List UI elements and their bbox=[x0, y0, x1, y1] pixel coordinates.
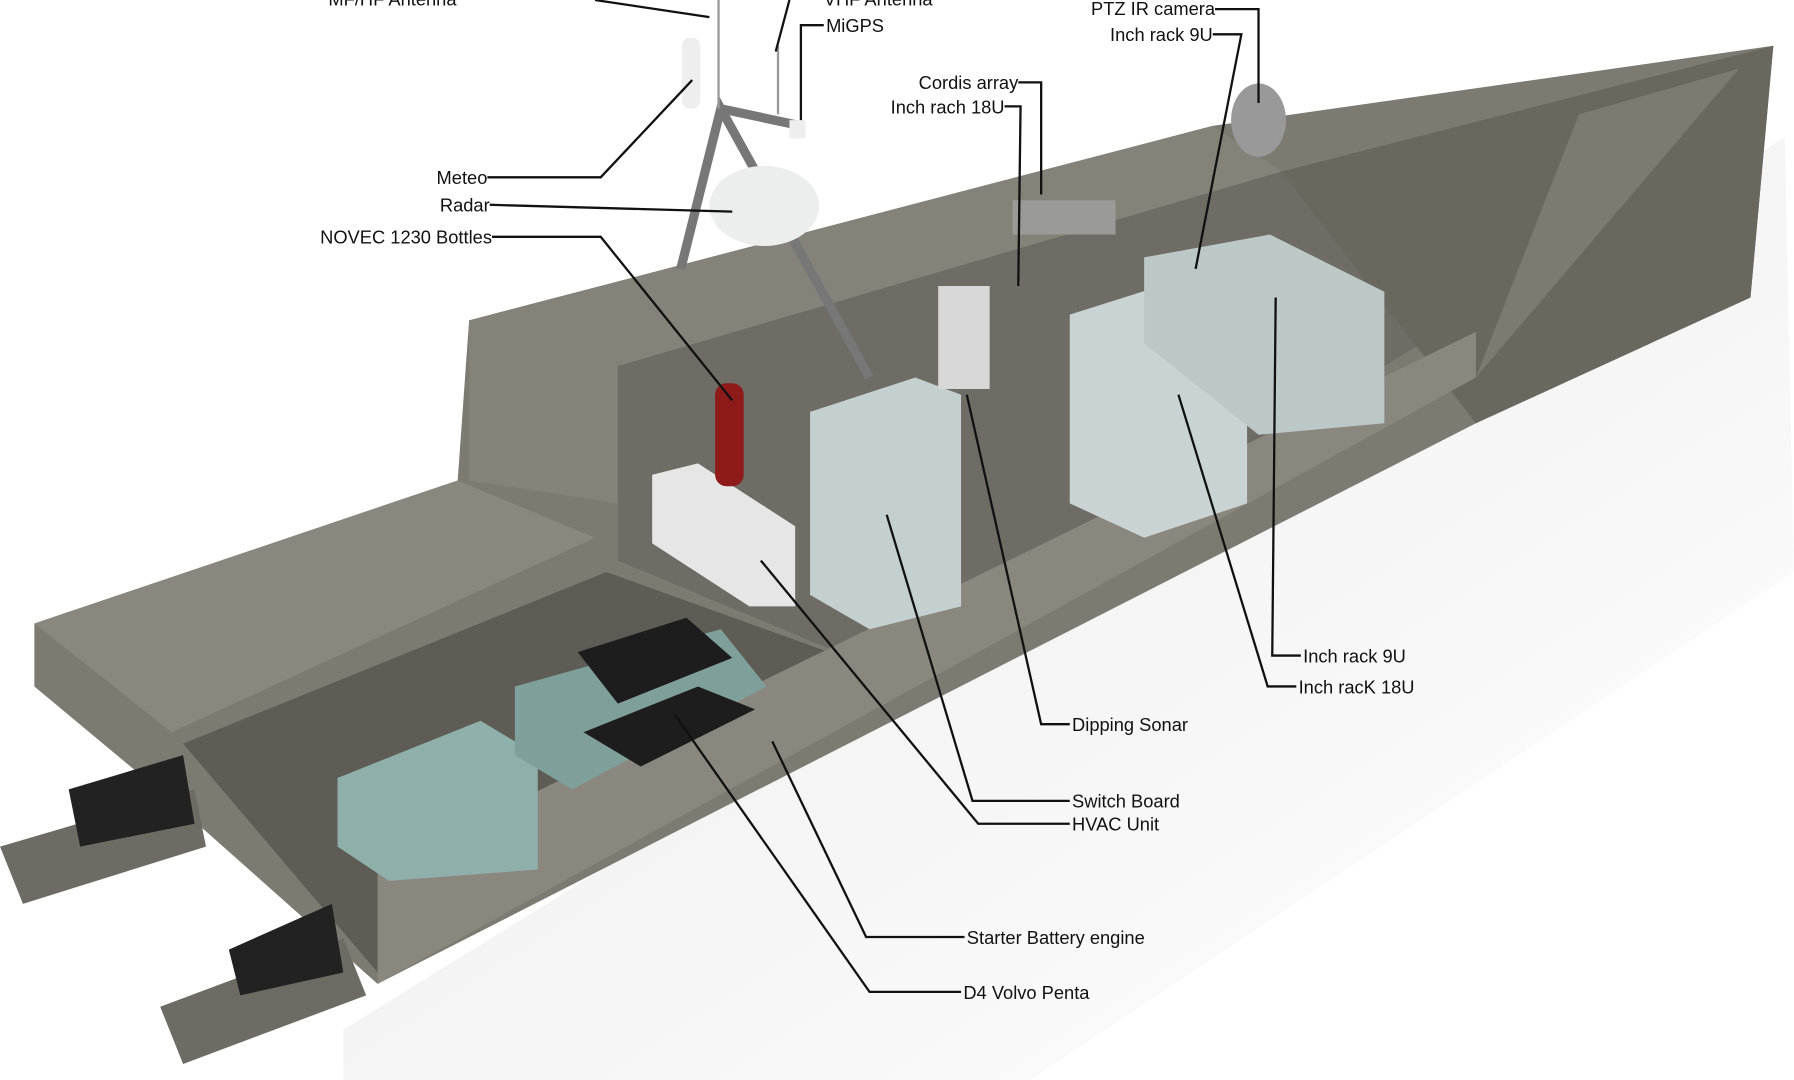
label-inch-rack-18u: Inch racK 18U bbox=[1299, 676, 1415, 697]
label-ptz-camera: PTZ IR camera bbox=[1091, 0, 1216, 19]
label-inch-rach-18u: Inch rach 18U bbox=[891, 96, 1005, 117]
labels: MF/HF Antenna VHF Antenna MiGPS Meteo Ra… bbox=[320, 0, 1414, 1003]
label-dipping-sonar: Dipping Sonar bbox=[1072, 714, 1188, 735]
label-cordis-array: Cordis array bbox=[919, 72, 1019, 93]
label-inch-rack-9u: Inch rack 9U bbox=[1303, 645, 1406, 666]
label-starter-battery: Starter Battery engine bbox=[967, 927, 1145, 948]
migps-unit bbox=[789, 120, 806, 139]
label-vhf-antenna: VHF Antenna bbox=[824, 0, 934, 10]
label-inch-rack-9u-top: Inch rack 9U bbox=[1110, 24, 1213, 45]
ptz-camera bbox=[1231, 83, 1286, 157]
label-radar: Radar bbox=[440, 195, 490, 216]
radar-dome bbox=[709, 165, 820, 246]
label-meteo: Meteo bbox=[437, 167, 488, 188]
leader-lines bbox=[487, 0, 1301, 994]
label-mfhf-antenna: MF/HF Antenna bbox=[328, 0, 457, 10]
label-hvac-unit: HVAC Unit bbox=[1072, 814, 1159, 835]
label-switch-board: Switch Board bbox=[1072, 791, 1180, 812]
mast bbox=[676, 96, 874, 380]
label-novec-bottles: NOVEC 1230 Bottles bbox=[320, 227, 492, 248]
label-migps: MiGPS bbox=[826, 15, 884, 36]
label-d4-volvo-penta: D4 Volvo Penta bbox=[963, 982, 1090, 1003]
equipment bbox=[337, 200, 1385, 881]
meteo-sensor bbox=[681, 37, 701, 109]
